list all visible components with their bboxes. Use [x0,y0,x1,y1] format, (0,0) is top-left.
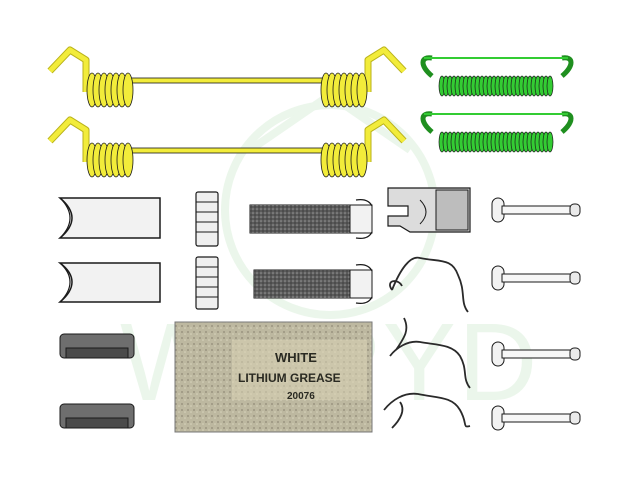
wire-hold-down-spring [383,392,471,429]
hold-down-pins [491,197,581,431]
adjuster-screw [253,263,373,305]
packet-line-2: LITHIUM GREASE [238,371,341,385]
green-return-springs [420,55,574,153]
hold-down-pin [491,405,581,431]
bracket-clip [387,187,471,233]
hold-down-pin [491,265,581,291]
packet-line-3: 20076 [287,391,315,402]
wire-hold-down-spring [389,317,471,389]
green-spring [420,111,574,153]
green-spring [420,55,574,97]
packet-line-1: WHITE [275,350,317,365]
dark-retainer-cap [59,333,135,359]
long-yellow-spring [47,116,407,178]
white-sleeve-clip [57,197,161,239]
dark-retainer-cap [59,403,135,429]
adjuster-screw [249,198,373,240]
wire-hold-down-spring [389,256,469,313]
white-sleeve-clip [57,262,161,303]
long-yellow-springs [47,46,407,178]
adjuster-star-wheel [195,256,219,310]
hold-down-pin [491,341,581,367]
long-yellow-spring [47,46,407,108]
adjuster-star-wheel [195,191,219,247]
grease-packet: WHITE LITHIUM GREASE 20076 [174,321,373,433]
hold-down-pin [491,197,581,223]
